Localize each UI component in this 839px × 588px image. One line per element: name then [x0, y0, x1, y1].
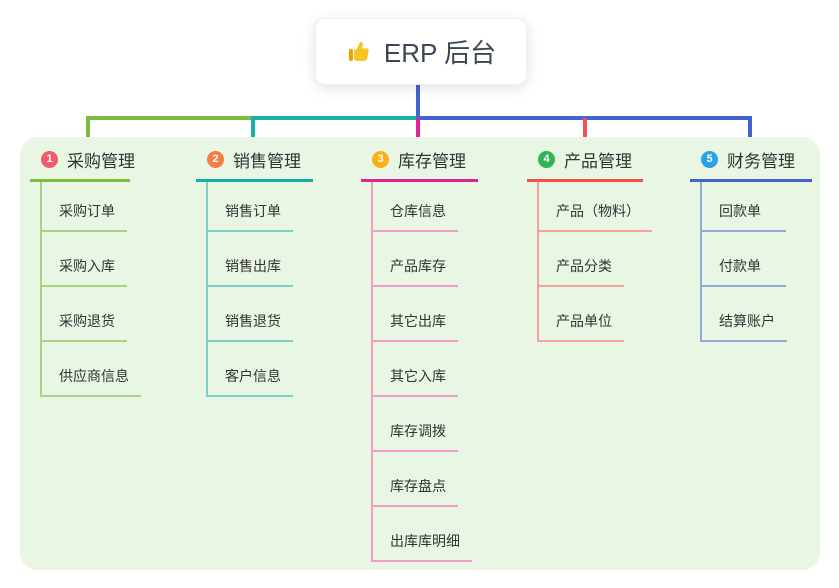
leaf-node[interactable]: 采购入库	[42, 232, 127, 287]
branch-title-sales[interactable]: 2 销售管理	[196, 148, 313, 182]
branch-children: 销售订单 销售出库 销售退货 客户信息	[206, 182, 293, 397]
branch-badge: 1	[41, 150, 58, 168]
connector-drop-inventory	[416, 118, 420, 150]
branch-product: 4 产品管理 产品（物料） 产品分类 产品单位	[527, 148, 652, 342]
leaf-node[interactable]: 销售退货	[208, 287, 293, 342]
leaf-node[interactable]: 产品（物料）	[539, 182, 652, 232]
connector-drop-purchase	[86, 118, 90, 150]
branch-children: 回款单 付款单 结算账户	[700, 182, 787, 342]
leaf-node[interactable]: 产品单位	[539, 287, 624, 342]
leaf-node[interactable]: 库存盘点	[373, 452, 458, 507]
leaf-node[interactable]: 销售订单	[208, 182, 293, 232]
leaf-node[interactable]: 产品库存	[373, 232, 458, 287]
branch-title-purchase[interactable]: 1 采购管理	[30, 148, 135, 182]
branch-label: 采购管理	[67, 151, 135, 171]
leaf-node[interactable]: 客户信息	[208, 342, 293, 397]
branch-label: 产品管理	[564, 151, 632, 171]
connector-rail-purchase	[86, 116, 253, 120]
connector-drop-sales	[251, 118, 255, 150]
branch-label: 财务管理	[727, 151, 795, 171]
leaf-node[interactable]: 产品分类	[539, 232, 624, 287]
leaf-node[interactable]: 付款单	[702, 232, 786, 287]
leaf-node[interactable]: 采购退货	[42, 287, 127, 342]
branch-sales: 2 销售管理 销售订单 销售出库 销售退货 客户信息	[196, 148, 313, 397]
leaf-node[interactable]: 回款单	[702, 182, 786, 232]
mindmap-panel	[20, 137, 820, 570]
branch-children: 采购订单 采购入库 采购退货 供应商信息	[40, 182, 141, 397]
branch-title-finance[interactable]: 5 财务管理	[690, 148, 812, 182]
leaf-node[interactable]: 采购订单	[42, 182, 127, 232]
leaf-node[interactable]: 销售出库	[208, 232, 293, 287]
branch-children: 产品（物料） 产品分类 产品单位	[537, 182, 652, 342]
leaf-node[interactable]: 其它入库	[373, 342, 458, 397]
connector-rail-sales	[251, 116, 418, 120]
leaf-node[interactable]: 库存调拨	[373, 397, 458, 452]
branch-children: 仓库信息 产品库存 其它出库 其它入库 库存调拨 库存盘点 出库库明细	[371, 182, 472, 562]
branch-purchase: 1 采购管理 采购订单 采购入库 采购退货 供应商信息	[30, 148, 141, 397]
root-node-erp[interactable]: ERP 后台	[315, 18, 527, 85]
connector-drop-finance	[748, 118, 752, 150]
branch-badge: 4	[538, 150, 555, 168]
branch-inventory: 3 库存管理 仓库信息 产品库存 其它出库 其它入库 库存调拨 库存盘点 出库库…	[361, 148, 478, 562]
leaf-node[interactable]: 仓库信息	[373, 182, 458, 232]
root-connector-line	[416, 82, 420, 118]
branch-badge: 3	[372, 150, 389, 168]
branch-title-product[interactable]: 4 产品管理	[527, 148, 643, 182]
branch-badge: 2	[207, 150, 224, 168]
leaf-node[interactable]: 供应商信息	[42, 342, 141, 397]
thumbs-up-icon	[346, 38, 373, 65]
leaf-node[interactable]: 结算账户	[702, 287, 787, 342]
branch-label: 销售管理	[233, 151, 301, 171]
leaf-node[interactable]: 出库库明细	[373, 507, 472, 562]
branch-badge: 5	[701, 150, 718, 168]
connector-drop-product	[583, 118, 587, 150]
branch-finance: 5 财务管理 回款单 付款单 结算账户	[690, 148, 812, 342]
branch-title-inventory[interactable]: 3 库存管理	[361, 148, 478, 182]
root-label: ERP 后台	[383, 38, 497, 68]
leaf-node[interactable]: 其它出库	[373, 287, 458, 342]
branch-label: 库存管理	[398, 151, 466, 171]
